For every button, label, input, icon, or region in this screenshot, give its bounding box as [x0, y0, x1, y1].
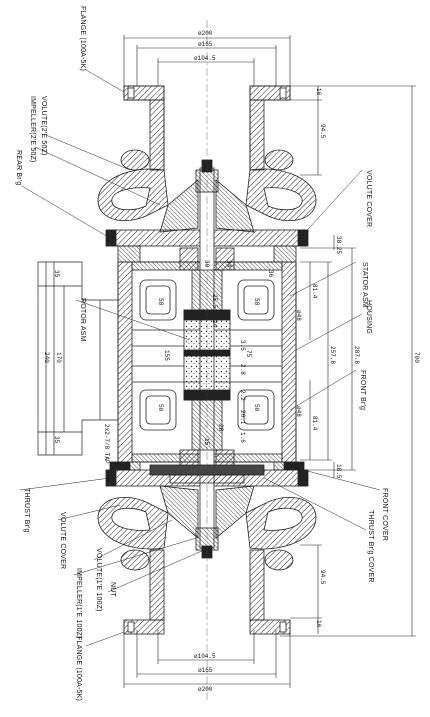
label-impeller-top: IMPELLER(2'E 50Z) — [29, 96, 36, 163]
bottom-volute — [97, 497, 317, 571]
label-volute-cover-top: VOLUTE COVER — [365, 170, 372, 228]
dim-d240: 240 — [43, 352, 50, 363]
dim-d94-bottom: 94.5 — [319, 570, 326, 585]
dim-s26: 26.1 — [239, 410, 246, 425]
label-rotor-asm: ROTOR ASM — [79, 298, 86, 342]
dim-s255: 25.5 — [211, 294, 218, 309]
dim-d170: 170 — [55, 352, 62, 363]
label-volute-top: VOLUTE(2'E 50Z) — [40, 96, 47, 156]
dim-d58b: 58 — [157, 298, 164, 306]
dim-s22: 2.2 — [239, 390, 246, 401]
dim-s16: 1.6 — [239, 432, 246, 443]
dim-d104-bottom: ø104.5 — [194, 653, 216, 660]
dim-d48b: ø48 — [295, 406, 302, 417]
label-flange-top: FLANGE (100A-5K) — [79, 6, 86, 72]
dim-s30: 30 — [203, 260, 210, 268]
label-nut: NUT — [109, 582, 116, 597]
dim-d50b: 50 — [157, 404, 164, 412]
label-flange-bottom: FLANGE (100A-5K) — [75, 636, 82, 702]
dim-s312: 3.5 — [239, 340, 246, 351]
dim-d165-bottom: ø165 — [198, 667, 213, 674]
dim-d185: 18.5 — [335, 464, 342, 479]
label-front-cover: FRONT COVER — [381, 488, 388, 542]
dim-d58a: 58 — [253, 298, 260, 306]
top-impeller — [159, 179, 255, 233]
label-impeller-bottom: IMPELLER(1'E 100Z) — [75, 568, 82, 639]
dim-d94-top: 94.5 — [319, 124, 326, 139]
bottom-impeller — [159, 485, 255, 539]
dim-d35a: 35 — [53, 270, 60, 278]
dim-d50a: 50 — [253, 404, 260, 412]
dim-d48a: ø48 — [295, 310, 302, 321]
dim-s28b: 28 — [217, 424, 224, 432]
mounting-bracket — [37, 261, 118, 456]
label-rear-brg: REAR Br'g — [15, 150, 22, 186]
dim-s34: 34 — [225, 260, 232, 268]
dim-d200-top: ø200 — [198, 30, 213, 37]
dim-d104-top: ø104.5 — [194, 55, 216, 62]
dim-d3825: 38.25 — [335, 236, 342, 255]
dim-d16-bottom: 16 — [315, 620, 322, 628]
dim-s28: 2.8 — [239, 364, 246, 375]
dim-s15: 15 — [203, 438, 210, 446]
dim-d35b: 35 — [53, 436, 60, 444]
label-thrust-brg-cover: THRUST Br'g COVER — [367, 510, 374, 583]
top-volute — [97, 149, 317, 221]
dim-d36: 36 — [267, 270, 274, 278]
bolts — [105, 87, 309, 633]
dim-overall: 700 — [413, 352, 420, 363]
dim-d81b: 81.4 — [311, 416, 318, 431]
dim-d200-bottom: ø200 — [198, 686, 213, 693]
leader-lines — [19, 69, 381, 647]
dim-d81a: 81.4 — [311, 284, 318, 299]
label-volute-cover-bottom: VOLUTE COVER — [59, 512, 66, 570]
dim-d16-top: 16 — [315, 88, 322, 96]
dim-d155: 155 — [163, 350, 170, 361]
label-housing: HOUSING — [365, 300, 372, 335]
dim-d165-top: ø165 — [198, 41, 213, 48]
dim-tap: 2x2-7/8 TAP — [103, 424, 110, 464]
dim-s24: 24 — [211, 320, 218, 328]
label-front-brg: FRONT Br'g — [359, 370, 366, 411]
dim-d75: 75 — [245, 350, 252, 358]
dim-d257: 257.8 — [329, 346, 336, 365]
dim-d287: 287.8 — [353, 346, 360, 365]
dimension-lines — [123, 35, 416, 688]
label-thrust-brg: THRUST Br'g — [23, 488, 30, 533]
label-volute-bottom: VOLUTE(1'E 100Z) — [95, 548, 102, 612]
